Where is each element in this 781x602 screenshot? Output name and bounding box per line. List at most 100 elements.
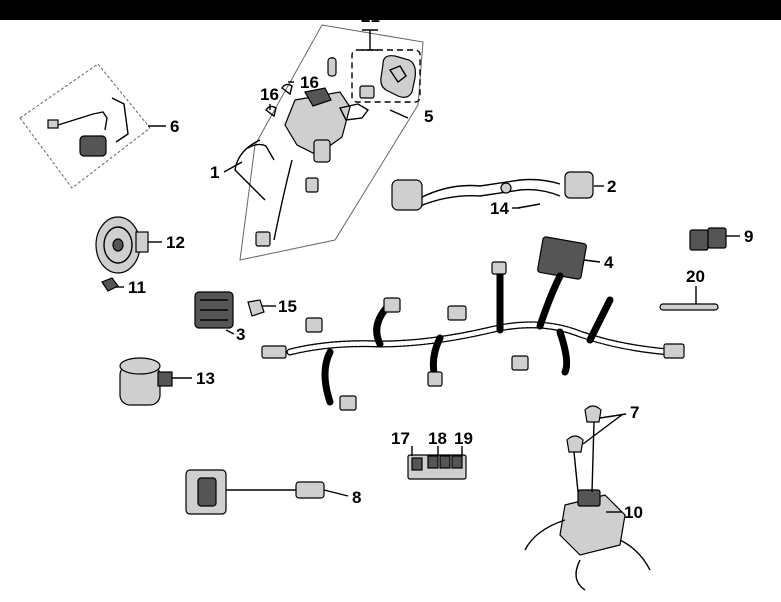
usb-socket — [185, 469, 325, 515]
callout-1: 1 — [210, 163, 219, 182]
relay-pair — [689, 227, 727, 251]
harness-plug-a — [339, 395, 357, 411]
part-7-cap-b — [566, 435, 584, 453]
callout-9: 9 — [744, 227, 753, 246]
part-10-wire-a — [524, 519, 566, 551]
harness-branch-e — [536, 272, 564, 330]
part-1-bracket — [247, 143, 275, 161]
ignition-switch-assembly — [234, 24, 424, 261]
part-10-wire-b — [575, 559, 586, 591]
part-4-cdi — [537, 236, 587, 280]
part-21-key-cover — [380, 55, 416, 98]
part-12-bracket — [135, 231, 149, 253]
horn — [95, 216, 149, 292]
part-8-connector — [295, 481, 325, 499]
callout-12: 12 — [166, 233, 185, 252]
part-10-wire-c — [619, 539, 651, 571]
part-9-relay-b — [707, 227, 727, 249]
screw-21 — [327, 57, 337, 77]
part-5-lock — [304, 87, 332, 107]
harness-plug-g — [511, 355, 529, 371]
fuse-block — [407, 454, 467, 480]
part-5-mount — [313, 139, 331, 163]
leader-8 — [323, 489, 349, 497]
callout-11: 11 — [128, 278, 146, 297]
callout-4: 4 — [604, 253, 614, 272]
callout-6: 6 — [170, 117, 179, 136]
part-5-end-plug — [255, 231, 271, 247]
callout-17: 17 — [391, 429, 410, 448]
top-black-bar — [0, 0, 781, 20]
sidestand-switch-group — [19, 63, 151, 189]
part-21-detail — [388, 65, 407, 84]
part-9-relay-a — [689, 229, 709, 251]
callout-8: 8 — [352, 488, 361, 507]
regulator — [194, 291, 265, 329]
part-6-wire — [54, 111, 108, 131]
leader-5 — [389, 109, 409, 119]
harness-branch-a — [321, 348, 334, 406]
part-2-cable-b — [419, 188, 561, 207]
harness-plug-e — [447, 305, 467, 321]
callout-18: 18 — [428, 429, 447, 448]
part-2-clip — [500, 182, 512, 194]
bolt-16b — [265, 105, 277, 118]
callout-16a: 16 — [300, 73, 319, 92]
part-7-stems — [573, 421, 595, 493]
part-6-tip — [47, 119, 59, 129]
part-5-cable — [273, 159, 293, 241]
callout-7: 7 — [630, 403, 639, 422]
part-18-fuse-b — [439, 455, 451, 469]
leader-1 — [223, 161, 243, 173]
part-6-switch — [79, 135, 107, 157]
leader-3 — [225, 329, 235, 335]
callout-13: 13 — [196, 369, 215, 388]
part-2-cable — [419, 178, 561, 199]
harness-plug-b — [305, 317, 323, 333]
part-21-dashed-box — [351, 49, 421, 103]
part-6-outline — [19, 63, 151, 189]
part-3-fins — [200, 299, 228, 321]
part-18-fuse-a — [427, 455, 439, 469]
bolt-14 — [517, 203, 541, 209]
part-7-cap-a — [584, 405, 602, 423]
part-19-fuse — [451, 455, 463, 469]
ignition-coil — [391, 171, 594, 211]
callout-5: 5 — [424, 107, 433, 126]
part-10-body — [559, 494, 626, 556]
part-2-coil-body — [564, 171, 594, 199]
part-5-elbow — [305, 177, 319, 193]
main-wire-harness — [261, 261, 685, 411]
part-20-tie-strip — [659, 303, 719, 311]
part-12-horn-face — [103, 226, 133, 264]
callout-15: 15 — [278, 297, 297, 316]
bolt-16a — [281, 83, 293, 96]
harness-plug-c — [383, 297, 401, 313]
harness-branch-f — [556, 328, 571, 376]
harness-branch-g — [586, 296, 614, 344]
callout-20: 20 — [686, 267, 705, 286]
leader-21 — [362, 29, 378, 51]
callout-2: 2 — [607, 177, 616, 196]
callout-16b: 16 — [260, 85, 279, 104]
flasher-relay — [119, 357, 173, 406]
part-13-bracket — [157, 371, 173, 387]
callout-labels: 21 16 16 5 6 1 2 14 4 9 20 12 11 15 3 13… — [128, 7, 753, 522]
part-12-horn-center — [112, 238, 124, 252]
harness-end-right — [663, 343, 685, 359]
callout-10: 10 — [624, 503, 643, 522]
harness-trunk — [286, 321, 674, 356]
callout-14: 14 — [490, 199, 509, 218]
harness-end-left — [261, 345, 287, 359]
part-13-top — [119, 357, 161, 375]
part-5-plug — [359, 85, 375, 99]
leader-4 — [583, 259, 601, 263]
leader-lines — [116, 29, 740, 513]
harness-trunk-texture — [287, 322, 673, 355]
fuel-unit — [524, 405, 651, 591]
leader-7 — [582, 413, 627, 445]
harness-plug-f — [491, 261, 507, 275]
harness-plug-d — [427, 371, 443, 387]
part-17-fuse — [411, 457, 423, 471]
